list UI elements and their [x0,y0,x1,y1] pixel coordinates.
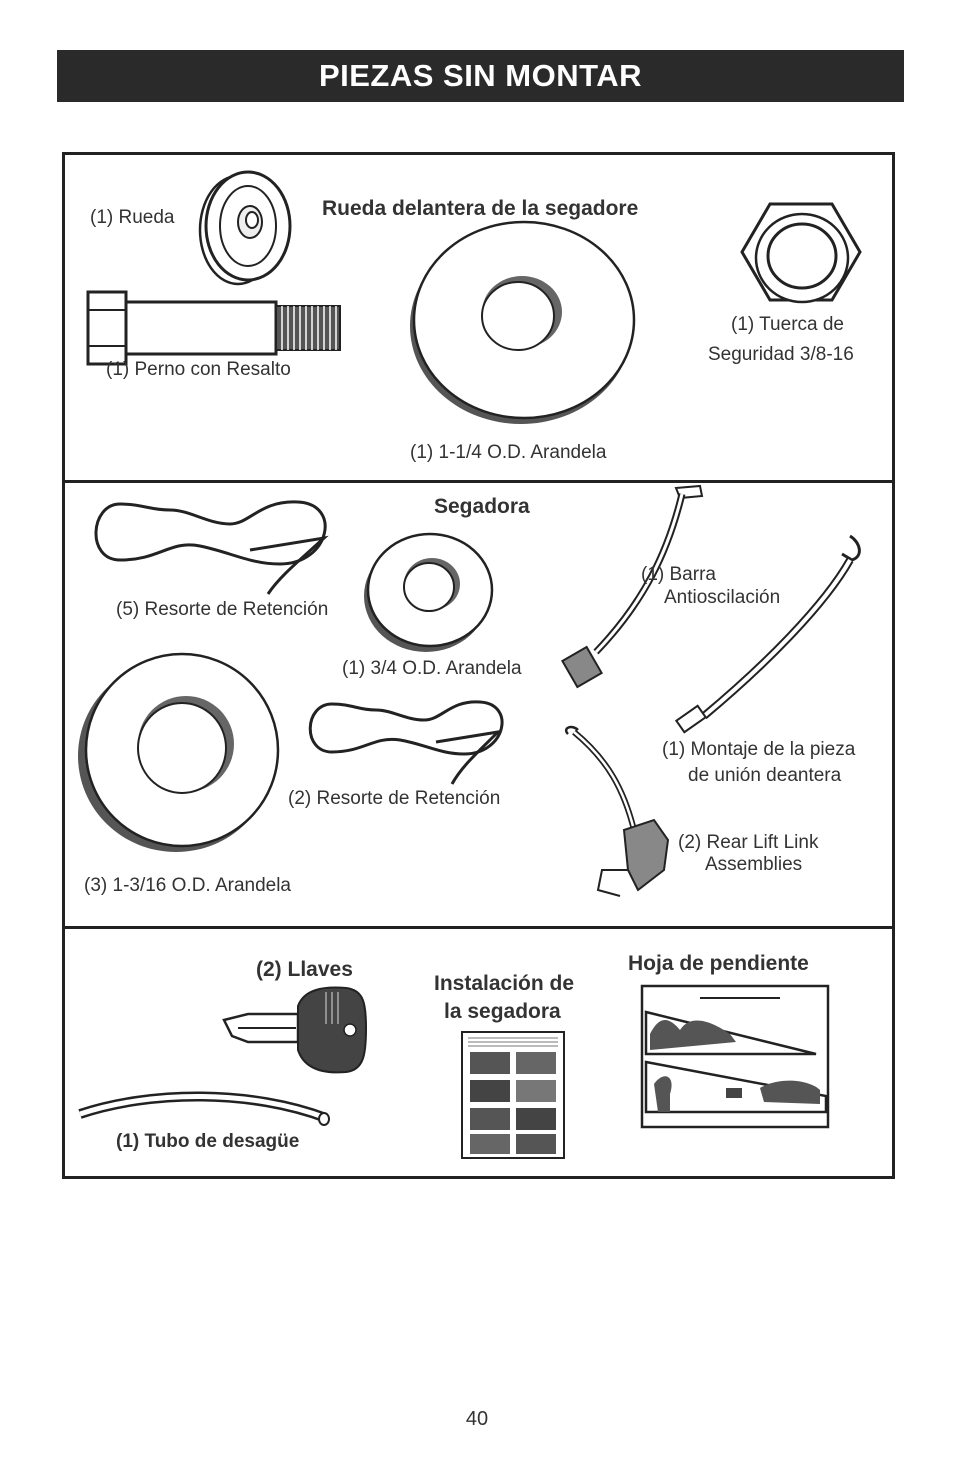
rear-lift-link-icon [564,725,670,897]
section-divider-1 [62,480,895,483]
rear-lift-link-label-line1: (2) Rear Lift Link [678,832,819,853]
slope-sheet-icon [640,984,830,1129]
anti-sway-bar-label-line2: Antioscilación [664,587,781,608]
anti-sway-bar-label-line1: (1) Barra [641,564,716,585]
shoulder-bolt-icon [86,290,341,366]
page-title: PIEZAS SIN MONTAR [57,50,904,102]
installation-heading-line2: la segadora [444,1000,561,1023]
lock-nut-label-line1: (1) Tuerca de [731,314,844,335]
parts-frame [62,152,895,1179]
wheel-label: (1) Rueda [90,207,175,228]
section-divider-2 [62,926,895,929]
retaining-clip-2-icon [308,700,504,785]
retaining-clip-5-label: (5) Resorte de Retención [116,599,329,620]
front-link-label-line1: (1) Montaje de la pieza [662,739,856,760]
wheel-icon [198,170,292,286]
lock-nut-label-line2: Seguridad 3/8-16 [708,344,854,365]
washer-1-1-4-label: (1) 1-1/4 O.D. Arandela [410,442,607,463]
drain-tube-icon [78,1091,330,1126]
lock-nut-icon [740,202,862,304]
washer-3-4-icon [364,532,494,652]
mower-heading: Segadora [434,495,530,518]
key-icon [222,986,368,1074]
slope-sheet-heading: Hoja de pendiente [628,952,809,975]
washer-1-3-16-icon [78,652,280,852]
front-link-assembly-icon [674,534,861,734]
retaining-clip-2-label: (2) Resorte de Retención [288,788,501,809]
installation-heading-line1: Instalación de [434,972,575,995]
anti-sway-bar-icon [561,484,704,689]
front-link-label-line2: de unión deantera [688,765,842,786]
keys-heading: (2) Llaves [256,958,353,981]
installation-sheet-icon [461,1031,565,1159]
shoulder-bolt-label: (1) Perno con Resalto [106,359,291,380]
washer-1-1-4-icon [410,220,636,424]
drain-tube-label: (1) Tubo de desagüe [116,1131,300,1152]
washer-1-3-16-label: (3) 1-3/16 O.D. Arandela [84,875,291,896]
retaining-clip-5-icon [94,500,329,595]
front-wheel-heading: Rueda delantera de la segadore [322,197,639,220]
page-number: 40 [465,1408,489,1430]
rear-lift-link-label-line2: Assemblies [705,854,803,875]
washer-3-4-label: (1) 3/4 O.D. Arandela [342,658,522,679]
